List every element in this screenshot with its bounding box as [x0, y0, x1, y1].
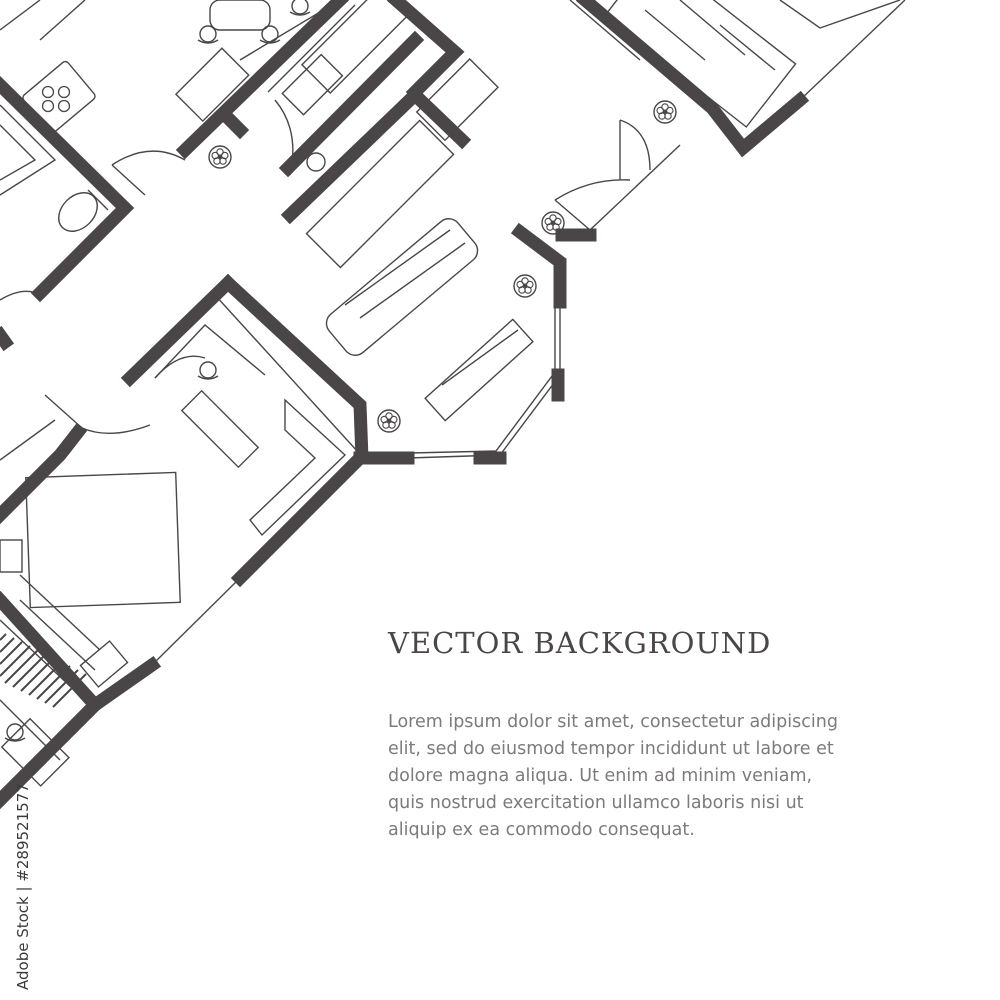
- paragraph-line: aliquip ex ea commodo consequat.: [388, 820, 695, 840]
- description-paragraph: Lorem ipsum dolor sit amet, consectetur …: [388, 709, 948, 844]
- stock-id-text: Adobe Stock | #289521577: [14, 783, 32, 990]
- paragraph-line: quis nostrud exercitation ullamco labori…: [388, 793, 804, 813]
- paragraph-line: elit, sed do eiusmod tempor incididunt u…: [388, 739, 834, 759]
- plant-icon: [377, 409, 401, 433]
- radiator: [0, 633, 87, 708]
- stove-icon: [41, 85, 71, 113]
- walls: [0, 0, 810, 810]
- paragraph-line: dolore magna aliqua. Ut enim ad minim ve…: [388, 766, 813, 786]
- furniture: [0, 0, 906, 787]
- stock-watermark-id: Adobe Stock | #289521577: [8, 758, 36, 998]
- chair-icon: [197, 361, 219, 380]
- chair-icon: [289, 0, 311, 16]
- plant-icon: [513, 274, 537, 298]
- plant-icon: [208, 145, 232, 169]
- plant-icon: [541, 211, 565, 235]
- paragraph-line: Lorem ipsum dolor sit amet, consectetur …: [388, 712, 838, 732]
- plant-icon: [653, 100, 677, 124]
- page-title: VECTOR BACKGROUND: [388, 626, 772, 660]
- chair-icon: [259, 25, 281, 44]
